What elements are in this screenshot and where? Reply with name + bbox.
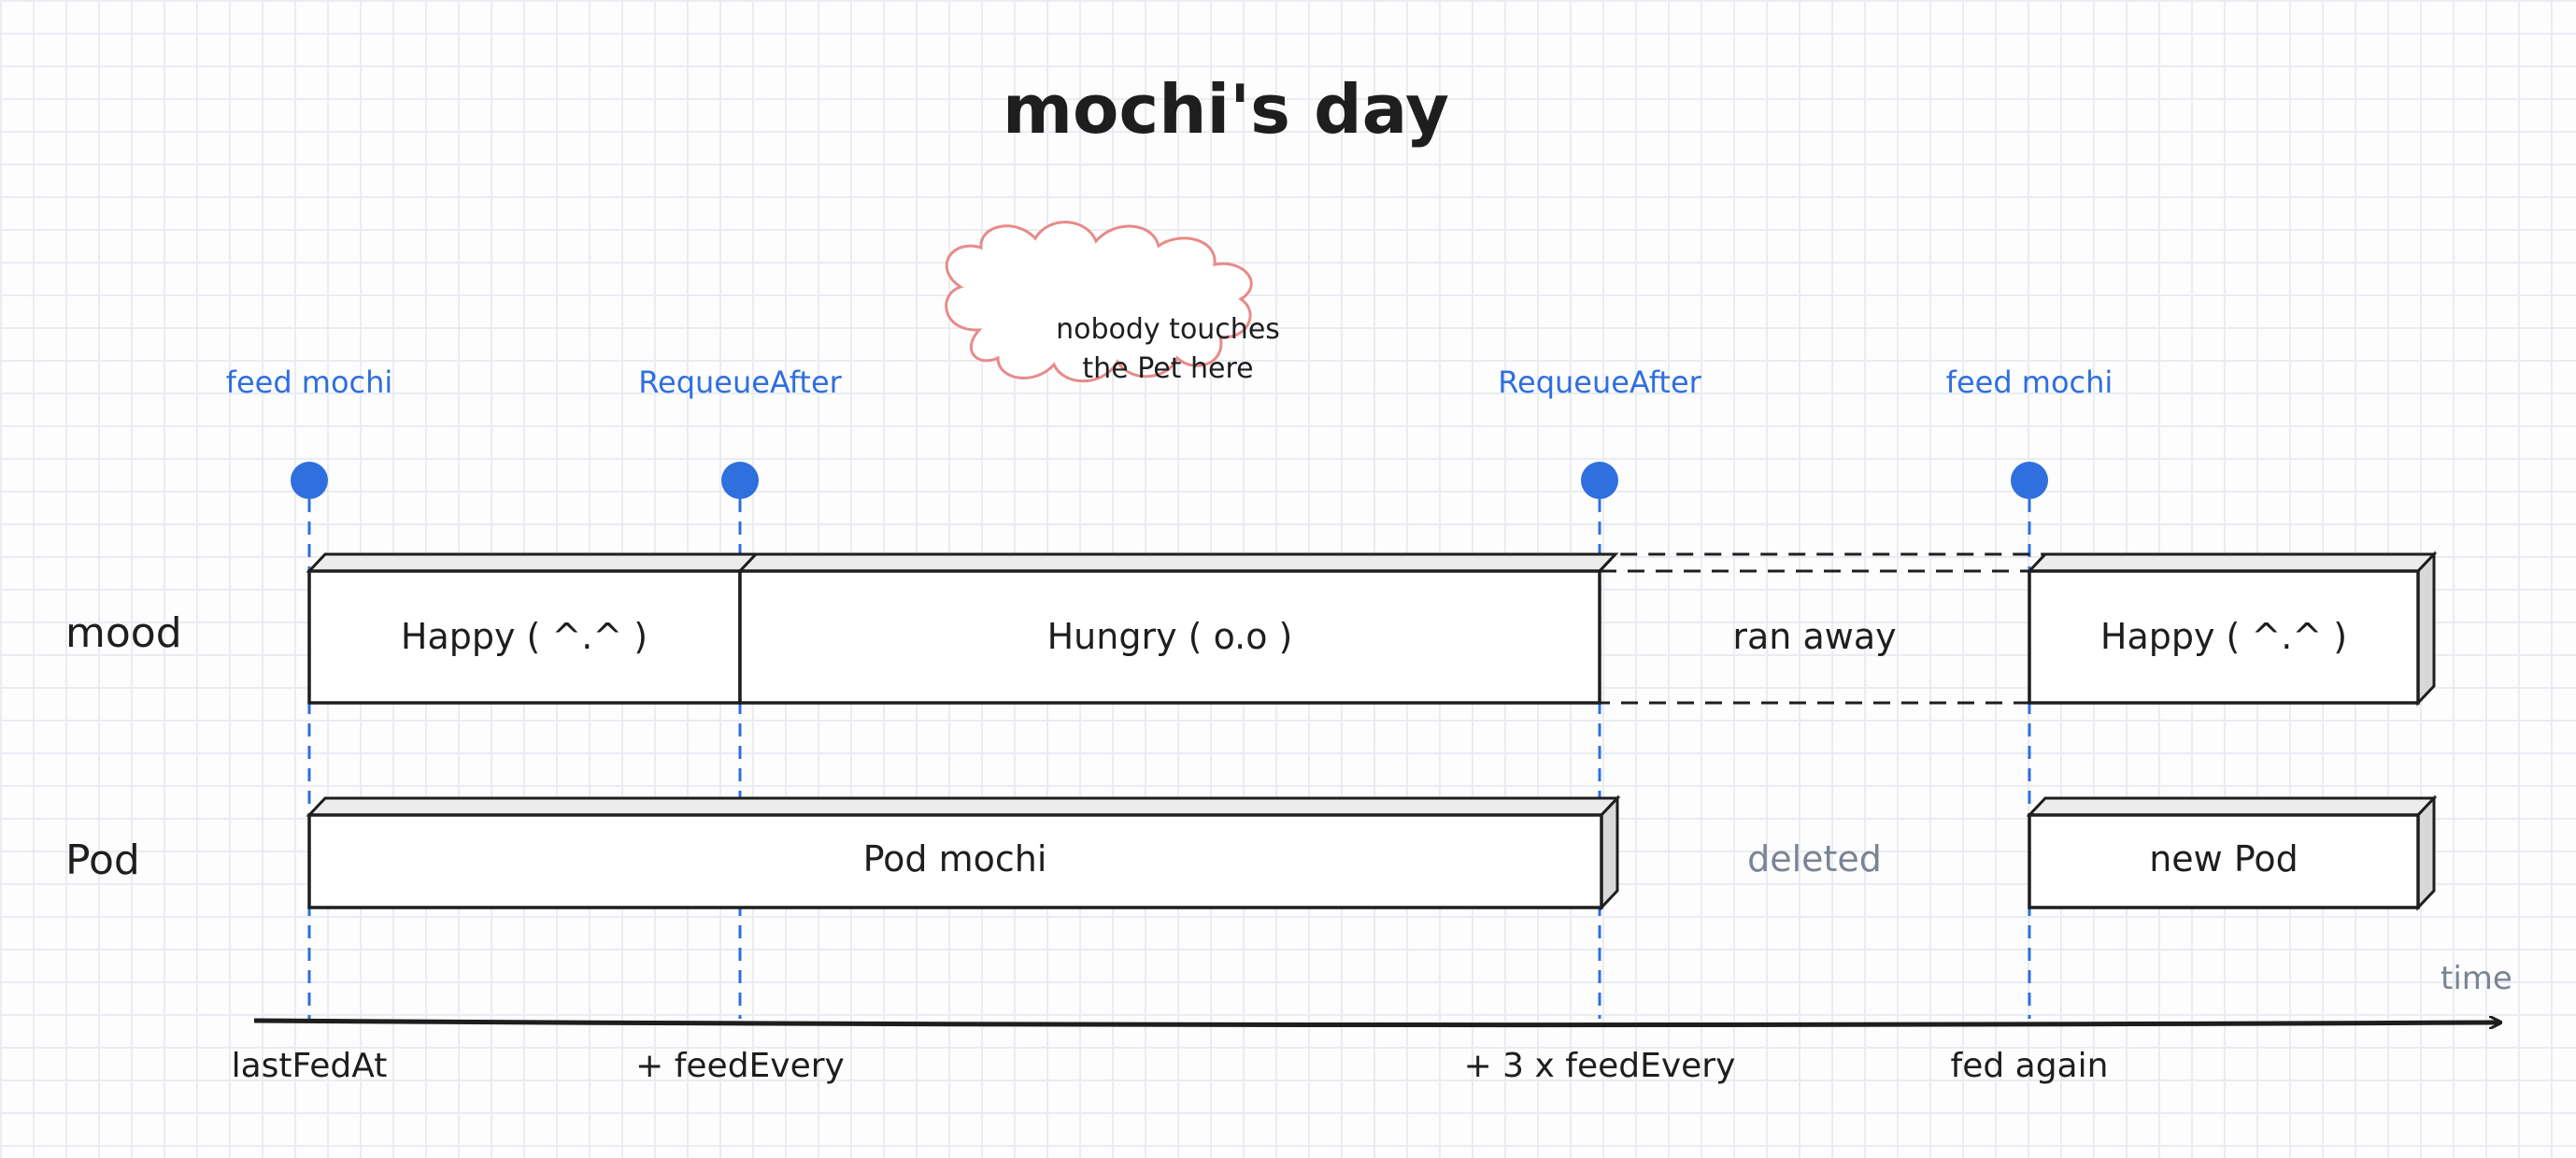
mood-segment-hungry: Hungry ( o.o ) [736, 552, 1619, 705]
event-guides [307, 499, 2031, 1019]
mood-segment-label: ran away [1732, 616, 1896, 657]
time-label-plus-3x-feed-every: + 3 x feedEvery [1464, 1047, 1736, 1085]
cloud-shape [945, 221, 1253, 383]
mood-segment-label: Hungry ( o.o ) [1047, 616, 1293, 657]
cloud-note: nobody touches the Pet here [945, 221, 1280, 385]
event-marker [721, 462, 759, 499]
time-label-fed-again: fed again [1951, 1047, 2109, 1085]
row-label-pod: Pod [65, 836, 140, 884]
mood-segment-happy: Happy ( ^.^ ) [306, 552, 760, 705]
time-label-plus-feed-every: + feedEvery [635, 1047, 845, 1085]
event-marker [291, 462, 328, 499]
new-pod-box: new Pod [2026, 794, 2438, 911]
cloud-note-line-2: the Pet here [1082, 352, 1253, 385]
event-label-feed-mochi: feed mochi [1946, 365, 2113, 400]
mood-segment-label: Happy ( ^.^ ) [401, 616, 648, 657]
new-pod-label: new Pod [2149, 838, 2298, 879]
cloud-note-line-1: nobody touches [1056, 313, 1280, 346]
time-axis-label: time [2441, 960, 2512, 997]
event-marker [2011, 462, 2048, 499]
event-marker [1581, 462, 1618, 499]
row-label-mood: mood [65, 609, 182, 657]
time-label-last-fed-at: lastFedAt [232, 1047, 388, 1085]
event-label-feed-mochi: feed mochi [226, 365, 393, 400]
pod-mochi-label: Pod mochi [863, 838, 1047, 879]
mood-segment-label: Happy ( ^.^ ) [2100, 616, 2347, 657]
event-label-requeue-after: RequeueAfter [638, 365, 842, 400]
diagram-title: mochi's day [1003, 70, 1449, 149]
event-label-requeue-after: RequeueAfter [1498, 365, 1701, 400]
mood-segment-happy-again: Happy ( ^.^ ) [2026, 550, 2438, 707]
time-axis-arrow [253, 1021, 2500, 1025]
pod-mochi-box: Pod mochi [306, 794, 1621, 911]
pod-deleted-label: deleted [1747, 838, 1882, 879]
